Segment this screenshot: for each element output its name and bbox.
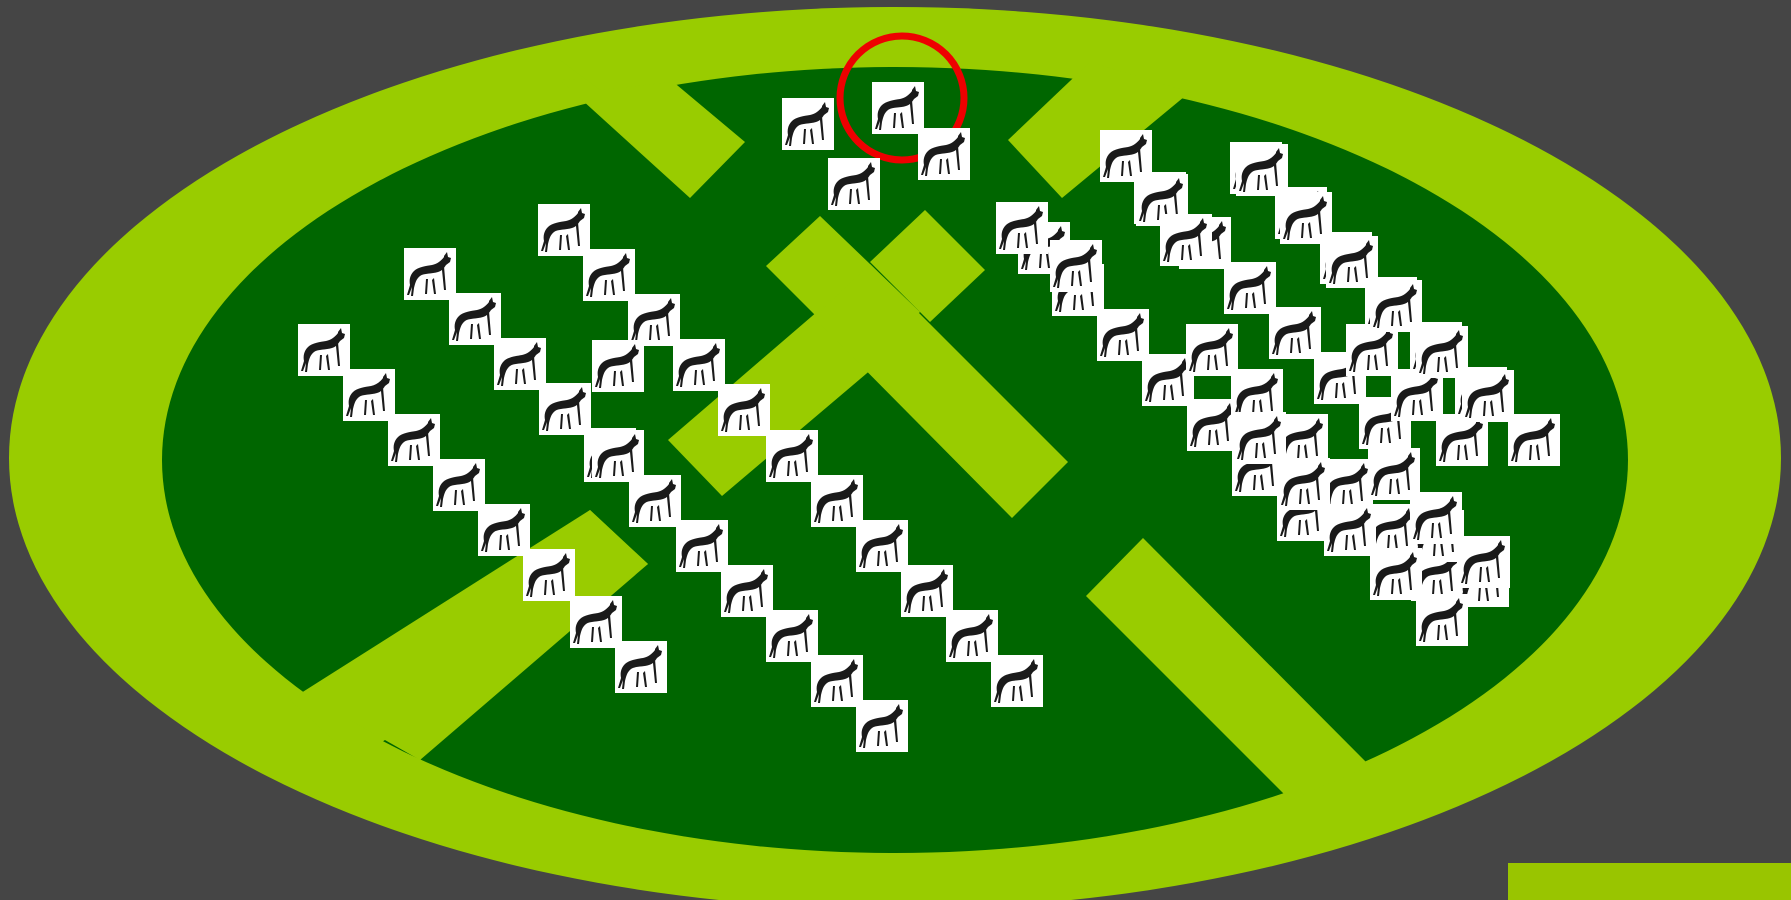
- grazing-deer-icon: [1416, 326, 1468, 378]
- deer-sprite[interactable]: [629, 475, 681, 527]
- grazing-deer-icon: [1410, 492, 1462, 544]
- deer-sprite[interactable]: [718, 384, 770, 436]
- deer-sprite[interactable]: [1050, 240, 1102, 292]
- grazing-deer-icon: [1370, 280, 1422, 332]
- grazing-deer-icon: [592, 340, 644, 392]
- deer-sprite[interactable]: [782, 98, 834, 150]
- deer-sprite[interactable]: [592, 340, 644, 392]
- bottom-right-panel[interactable]: [1508, 863, 1791, 900]
- deer-sprite[interactable]: [1508, 414, 1560, 466]
- deer-sprite[interactable]: [1236, 144, 1288, 196]
- grazing-deer-icon: [1508, 414, 1560, 466]
- grazing-deer-icon: [523, 549, 575, 601]
- deer-sprite[interactable]: [856, 700, 908, 752]
- grazing-deer-icon: [629, 475, 681, 527]
- deer-sprite[interactable]: [872, 82, 924, 134]
- deer-sprite[interactable]: [1416, 594, 1468, 646]
- deer-sprite[interactable]: [918, 128, 970, 180]
- grazing-deer-icon: [718, 384, 770, 436]
- grazing-deer-icon: [1458, 536, 1510, 588]
- grazing-deer-icon: [1160, 214, 1212, 266]
- deer-sprite[interactable]: [1370, 280, 1422, 332]
- grazing-deer-icon: [592, 430, 644, 482]
- deer-sprite[interactable]: [996, 202, 1048, 254]
- grazing-deer-icon: [782, 98, 834, 150]
- deer-sprite[interactable]: [1410, 492, 1462, 544]
- grazing-deer-icon: [991, 655, 1043, 707]
- deer-sprite[interactable]: [523, 549, 575, 601]
- grazing-deer-icon: [1234, 412, 1286, 464]
- grazing-deer-icon: [856, 700, 908, 752]
- grazing-deer-icon: [1236, 144, 1288, 196]
- deer-sprite[interactable]: [1370, 548, 1422, 600]
- grazing-deer-icon: [996, 202, 1048, 254]
- deer-sprite[interactable]: [592, 430, 644, 482]
- grazing-deer-icon: [1278, 458, 1330, 510]
- deer-sprite[interactable]: [1458, 536, 1510, 588]
- grazing-deer-icon: [1370, 548, 1422, 600]
- deer-sprite[interactable]: [828, 158, 880, 210]
- grazing-deer-icon: [872, 82, 924, 134]
- deer-sprite[interactable]: [615, 641, 667, 693]
- grazing-deer-icon: [1280, 192, 1332, 244]
- grazing-deer-icon: [1462, 370, 1514, 422]
- deer-sprite[interactable]: [1324, 504, 1376, 556]
- deer-sprite[interactable]: [991, 655, 1043, 707]
- grazing-deer-icon: [918, 128, 970, 180]
- deer-sprite[interactable]: [1234, 412, 1286, 464]
- grazing-deer-icon: [828, 158, 880, 210]
- grazing-deer-icon: [615, 641, 667, 693]
- grazing-deer-icon: [1416, 594, 1468, 646]
- deer-sprite[interactable]: [1280, 192, 1332, 244]
- grazing-deer-icon: [1324, 504, 1376, 556]
- deer-sprite[interactable]: [1416, 326, 1468, 378]
- deer-sprite[interactable]: [1160, 214, 1212, 266]
- grazing-deer-icon: [1050, 240, 1102, 292]
- deer-sprite[interactable]: [1278, 458, 1330, 510]
- deer-sprite[interactable]: [1462, 370, 1514, 422]
